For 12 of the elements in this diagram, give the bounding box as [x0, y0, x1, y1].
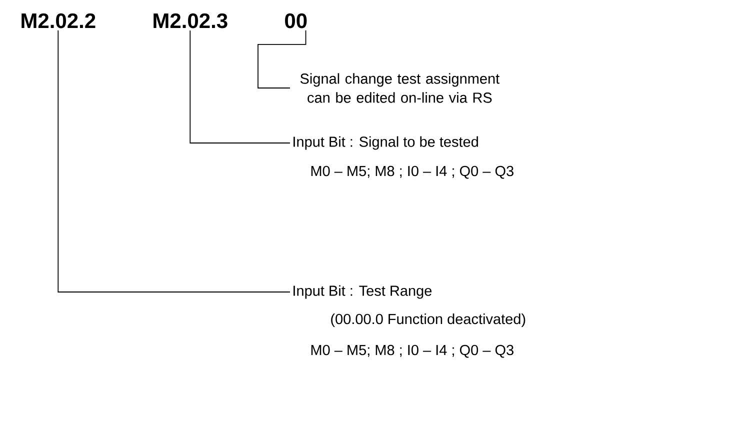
description-text: Input Bit : Test Range [294, 285, 432, 299]
description-text: Input Bit : Signal to be tested [294, 136, 478, 150]
value-range-text: (00.00.0 Function deactivated) [331, 314, 526, 328]
description-text: Signal change test assignment can be edited on-line via RS [300, 73, 500, 103]
code-label: M2.02.2 [22, 13, 96, 28]
leader-line [190, 30, 290, 144]
value-range-text: M0 – M5; M8 ; I0 – I4 ; Q0 – Q3 [311, 166, 514, 179]
leader-line [58, 30, 290, 292]
value-range-text: M0 – M5; M8 ; I0 – I4 ; Q0 – Q3 [311, 344, 514, 358]
code-label: M2.02.3 [154, 13, 228, 28]
leader-line [258, 30, 306, 88]
code-label: 00 [285, 13, 307, 28]
